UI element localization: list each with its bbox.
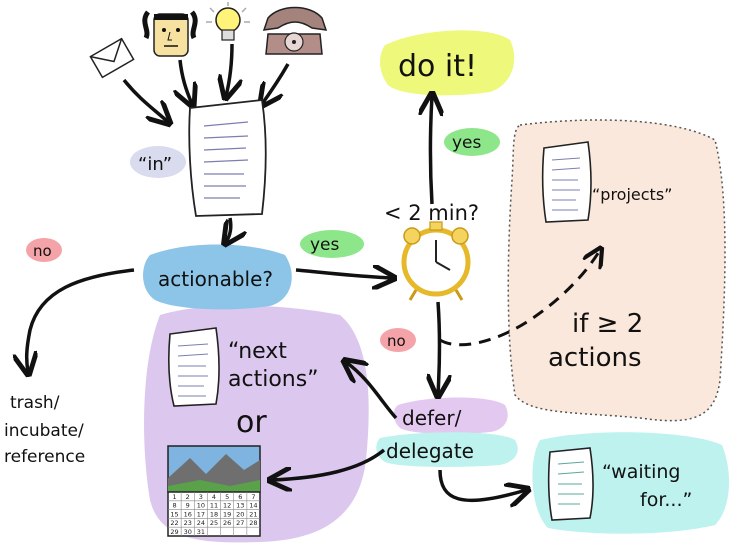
next-actions-line2: actions” — [228, 367, 319, 392]
calendar-day: 25 — [210, 519, 218, 527]
calendar-day: 13 — [236, 502, 244, 510]
next-actions-line1: “next — [228, 339, 287, 364]
arrow-timer-to-doit — [431, 96, 433, 205]
trash-label-line1: trash/ — [10, 393, 60, 413]
projects-label: “projects” — [592, 185, 672, 204]
no-mid-blob — [380, 328, 416, 352]
calendar-day: 4 — [212, 493, 216, 501]
calendar-day: 2 — [186, 493, 190, 501]
yes-top-blob — [444, 128, 500, 156]
calendar-day: 3 — [199, 493, 203, 501]
delegate-blob — [376, 432, 518, 467]
if-two-line2: actions — [548, 343, 642, 373]
delegate-label: delegate — [386, 439, 474, 463]
calendar-day: 26 — [223, 519, 231, 527]
calendar-day: 23 — [184, 519, 192, 527]
no-mid-label: no — [387, 332, 406, 350]
calendar-day: 9 — [186, 502, 190, 510]
arrow-defer-to-next-actions — [346, 362, 398, 420]
yes-mid-blob — [300, 230, 364, 258]
in-label: “in” — [138, 154, 172, 175]
arrow-defer-to-waiting — [438, 469, 526, 500]
calendar-day: 27 — [236, 519, 244, 527]
stopwatch-icon — [401, 221, 471, 301]
yes-mid-label: yes — [310, 235, 340, 255]
two-min-label: < 2 min? — [384, 201, 479, 225]
yes-top-label: yes — [452, 133, 482, 153]
do-it-label: do it! — [398, 49, 477, 84]
arrow-envelope-to-inbox — [122, 78, 168, 122]
calendar-day: 11 — [210, 502, 218, 510]
arrow-phone-to-inbox — [262, 63, 290, 104]
arrow-actionable-to-timer — [295, 270, 392, 278]
calendar-day: 1 — [173, 493, 177, 501]
calendar-day: 10 — [197, 502, 205, 510]
calendar-day: 19 — [223, 510, 231, 518]
calendar-day: 7 — [251, 493, 255, 501]
waiting-line1: “waiting — [602, 461, 680, 483]
arrow-dashed-to-projects — [439, 250, 600, 347]
calendar-day: 31 — [197, 528, 205, 536]
calendar-day: 20 — [236, 510, 244, 518]
projects-blob — [507, 119, 726, 422]
arrow-idea-to-inbox — [226, 43, 232, 96]
arrow-person-to-inbox — [180, 59, 192, 104]
in-label-blob — [130, 146, 186, 178]
envelope-icon — [89, 37, 135, 79]
calendar-day: 28 — [249, 519, 257, 527]
trash-label-line2: incubate/ — [4, 421, 84, 441]
calendar-day: 22 — [170, 519, 178, 527]
lightbulb-icon — [206, 2, 250, 41]
calendar-day: 15 — [170, 510, 178, 518]
calendar-day: 14 — [249, 502, 257, 510]
next-actions-document-icon — [168, 327, 220, 407]
calendar-day: 17 — [197, 510, 205, 518]
calendar-day: 21 — [249, 510, 257, 518]
calendar-day: 16 — [184, 510, 192, 518]
telephone-icon — [262, 6, 328, 55]
calendar-day: 5 — [225, 493, 229, 501]
arrow-inbox-to-actionable — [226, 217, 231, 242]
waiting-line2: for...” — [640, 489, 692, 511]
defer-blob — [393, 397, 508, 435]
calendar-day: 29 — [170, 528, 178, 536]
calendar-day: 6 — [238, 493, 242, 501]
no-left-blob — [26, 238, 62, 262]
waiting-document-icon — [547, 447, 594, 521]
arrow-timer-to-defer — [438, 301, 440, 394]
arrow-actionable-to-trash — [27, 268, 135, 372]
no-left-label: no — [33, 242, 52, 260]
arrow-defer-to-calendar — [272, 448, 386, 480]
defer-label: defer/ — [402, 406, 462, 430]
or-label: or — [236, 405, 267, 440]
projects-document-icon — [541, 141, 592, 223]
actionable-label: actionable? — [158, 267, 273, 291]
trash-label-line3: reference — [4, 447, 85, 467]
actionable-blob — [143, 244, 292, 310]
inbox-document-icon — [188, 99, 267, 217]
calendar-day: 30 — [184, 528, 192, 536]
if-two-line1: if ≥ 2 — [572, 309, 643, 339]
person-head-icon — [142, 10, 198, 57]
calendar-day: 12 — [223, 502, 231, 510]
calendar-day: 18 — [210, 510, 218, 518]
calendar-day: 8 — [173, 502, 177, 510]
calendar-day: 24 — [197, 519, 205, 527]
do-it-blob — [380, 30, 515, 96]
